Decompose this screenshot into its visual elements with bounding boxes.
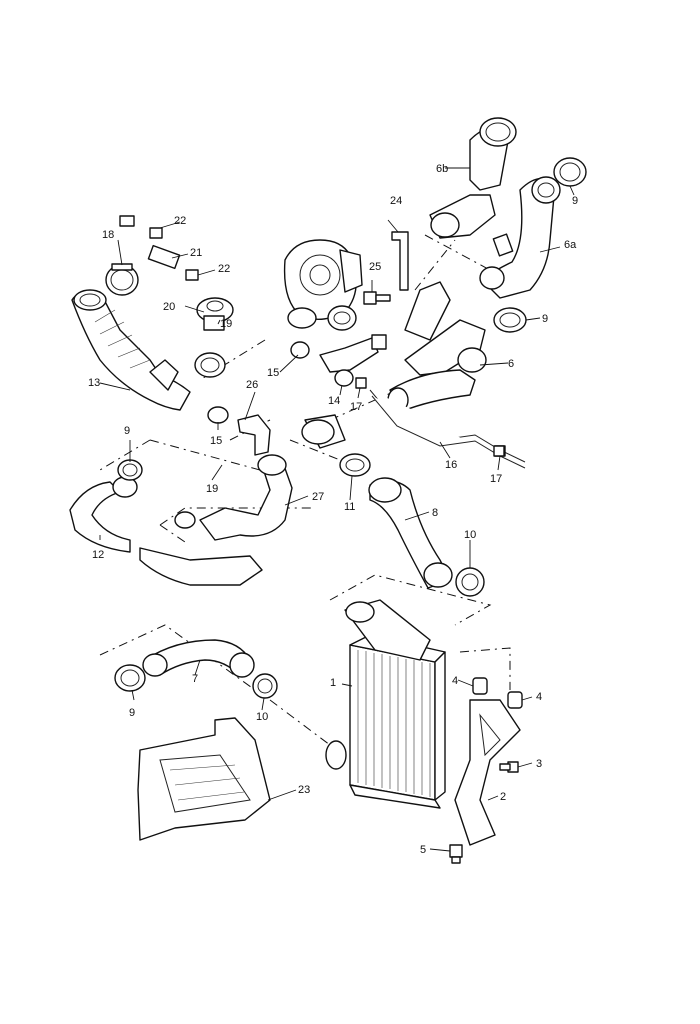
callout-8: 8: [432, 507, 438, 519]
callout-4b: 4: [536, 691, 542, 703]
charge-pipe-6b: [429, 117, 517, 239]
hose-clamp-17b: [493, 445, 505, 457]
callout-25: 25: [369, 261, 381, 273]
callout-9b: 9: [542, 313, 548, 325]
leader-lines: [99, 167, 575, 852]
hose-clamp-17a: [355, 377, 367, 389]
hose-clamp-9-top: [553, 157, 587, 187]
rubber-mount-4a: [472, 677, 488, 695]
callout-26: 26: [246, 379, 258, 391]
callout-10a: 10: [464, 529, 476, 541]
callout-19b: 19: [206, 483, 218, 495]
bolt-25: [363, 291, 391, 305]
callout-3: 3: [536, 758, 542, 770]
callout-22b: 22: [218, 263, 230, 275]
hose-clamp-9-right: [493, 307, 527, 333]
callout-13: 13: [88, 377, 100, 389]
callout-6a: 6a: [564, 239, 577, 251]
connector-21: [147, 244, 181, 270]
callout-16: 16: [445, 459, 457, 471]
callout-2: 2: [500, 791, 506, 803]
callout-19a: 19: [220, 318, 232, 330]
hose-7: [142, 639, 255, 678]
callout-15b: 15: [210, 435, 222, 447]
callout-9c: 9: [572, 195, 578, 207]
charge-pipe-6a: [479, 176, 561, 299]
callout-12: 12: [92, 549, 104, 561]
callout-5: 5: [420, 844, 426, 856]
hose-11: [301, 414, 371, 477]
bolt-5: [449, 844, 463, 864]
bracket-pipe-6: [387, 281, 487, 413]
callout-17a: 17: [350, 401, 362, 413]
hose-clamp-10-upper: [455, 567, 485, 597]
callout-11: 11: [344, 501, 355, 513]
callout-7: 7: [192, 673, 198, 685]
callout-15a: 15: [267, 367, 279, 379]
hose-clamp-19: [194, 352, 226, 378]
sensor-20: [196, 297, 234, 331]
air-duct-23: [137, 717, 271, 841]
callout-24: 24: [390, 195, 402, 207]
hose-clamp-9-left: [117, 459, 143, 481]
callout-27: 27: [312, 491, 324, 503]
callout-23: 23: [298, 784, 310, 796]
callout-20: 20: [163, 301, 175, 313]
hose-12: [69, 476, 263, 586]
rubber-mount-4b: [507, 691, 523, 709]
callout-22a: 22: [174, 215, 186, 227]
bolt-3: [499, 761, 519, 773]
callout-9d: 9: [129, 707, 135, 719]
hose-clamp-10-lower: [252, 673, 278, 699]
hose-clamp-15a: [290, 341, 310, 359]
charge-hose-8: [368, 477, 453, 589]
intercooler: [325, 599, 446, 809]
callout-4a: 4: [452, 675, 458, 687]
hose-27: [199, 454, 293, 541]
callout-18: 18: [102, 229, 114, 241]
callout-10b: 10: [256, 711, 268, 723]
air-intake-pipe: [71, 289, 191, 411]
callout-6: 6: [508, 358, 514, 370]
callout-labels: 22 18 21 22 20 19 13 26 15 15 24 25 14 1…: [88, 163, 578, 856]
hose-clamp-18: [105, 263, 139, 296]
bracket-2: [454, 699, 521, 846]
callout-1: 1: [330, 677, 336, 689]
hose-26: [237, 414, 271, 456]
callout-17b: 17: [490, 473, 502, 485]
vacuum-hose-24: [391, 231, 409, 291]
hose-clamp-15b: [207, 406, 229, 424]
hose-clamp-19-lower: [174, 511, 196, 529]
turbocharger: [283, 239, 363, 331]
callout-6b: 6b: [436, 163, 448, 175]
callout-21: 21: [190, 247, 202, 259]
callout-9a: 9: [124, 425, 130, 437]
callout-14: 14: [328, 395, 340, 407]
hose-clamp-9-bottom: [114, 664, 146, 692]
fitting-14: [319, 334, 387, 387]
